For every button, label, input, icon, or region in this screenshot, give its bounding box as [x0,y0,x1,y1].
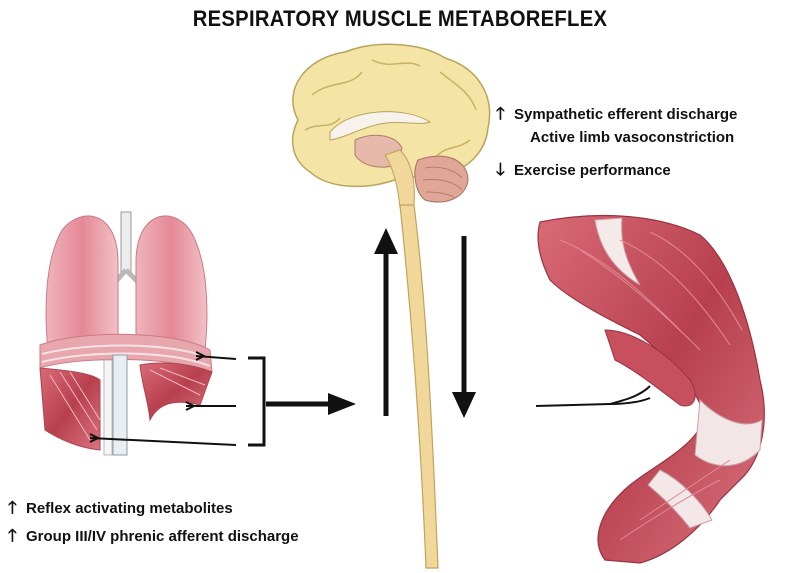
brain-effect-exercise: 🡓Exercise performance [496,157,671,186]
limb-muscle-illustration [537,214,765,564]
phrenic-afferent-lines [89,351,237,446]
diaphragm-effect-metabolites: 🡑Reflex activating metabolites [8,495,233,524]
convergence-bracket [248,356,266,447]
diagram-title: RESPIRATORY MUSCLE METABOREFLEX [192,6,608,31]
spinal-cord [399,204,439,569]
up-arrow-icon: 🡑 [8,498,17,517]
brain-illustration [291,43,491,209]
down-arrow-icon: 🡓 [496,160,505,179]
lungs-diaphragm-illustration [39,211,213,456]
afferent-ascending-arrow [374,228,398,416]
brain-effect-sympathetic: 🡑Sympathetic efferent discharge [496,101,737,130]
brain-effect-vasoconstriction: Active limb vasoconstriction [530,129,735,146]
up-arrow-icon: 🡑 [8,526,17,545]
up-arrow-icon: 🡑 [496,104,505,123]
diaphragm-effect-afferent: 🡑Group III/IV phrenic afferent discharge [8,523,299,552]
afferent-input-arrow [266,393,356,415]
efferent-nerve-line [535,385,651,407]
efferent-descending-arrow [452,236,476,418]
